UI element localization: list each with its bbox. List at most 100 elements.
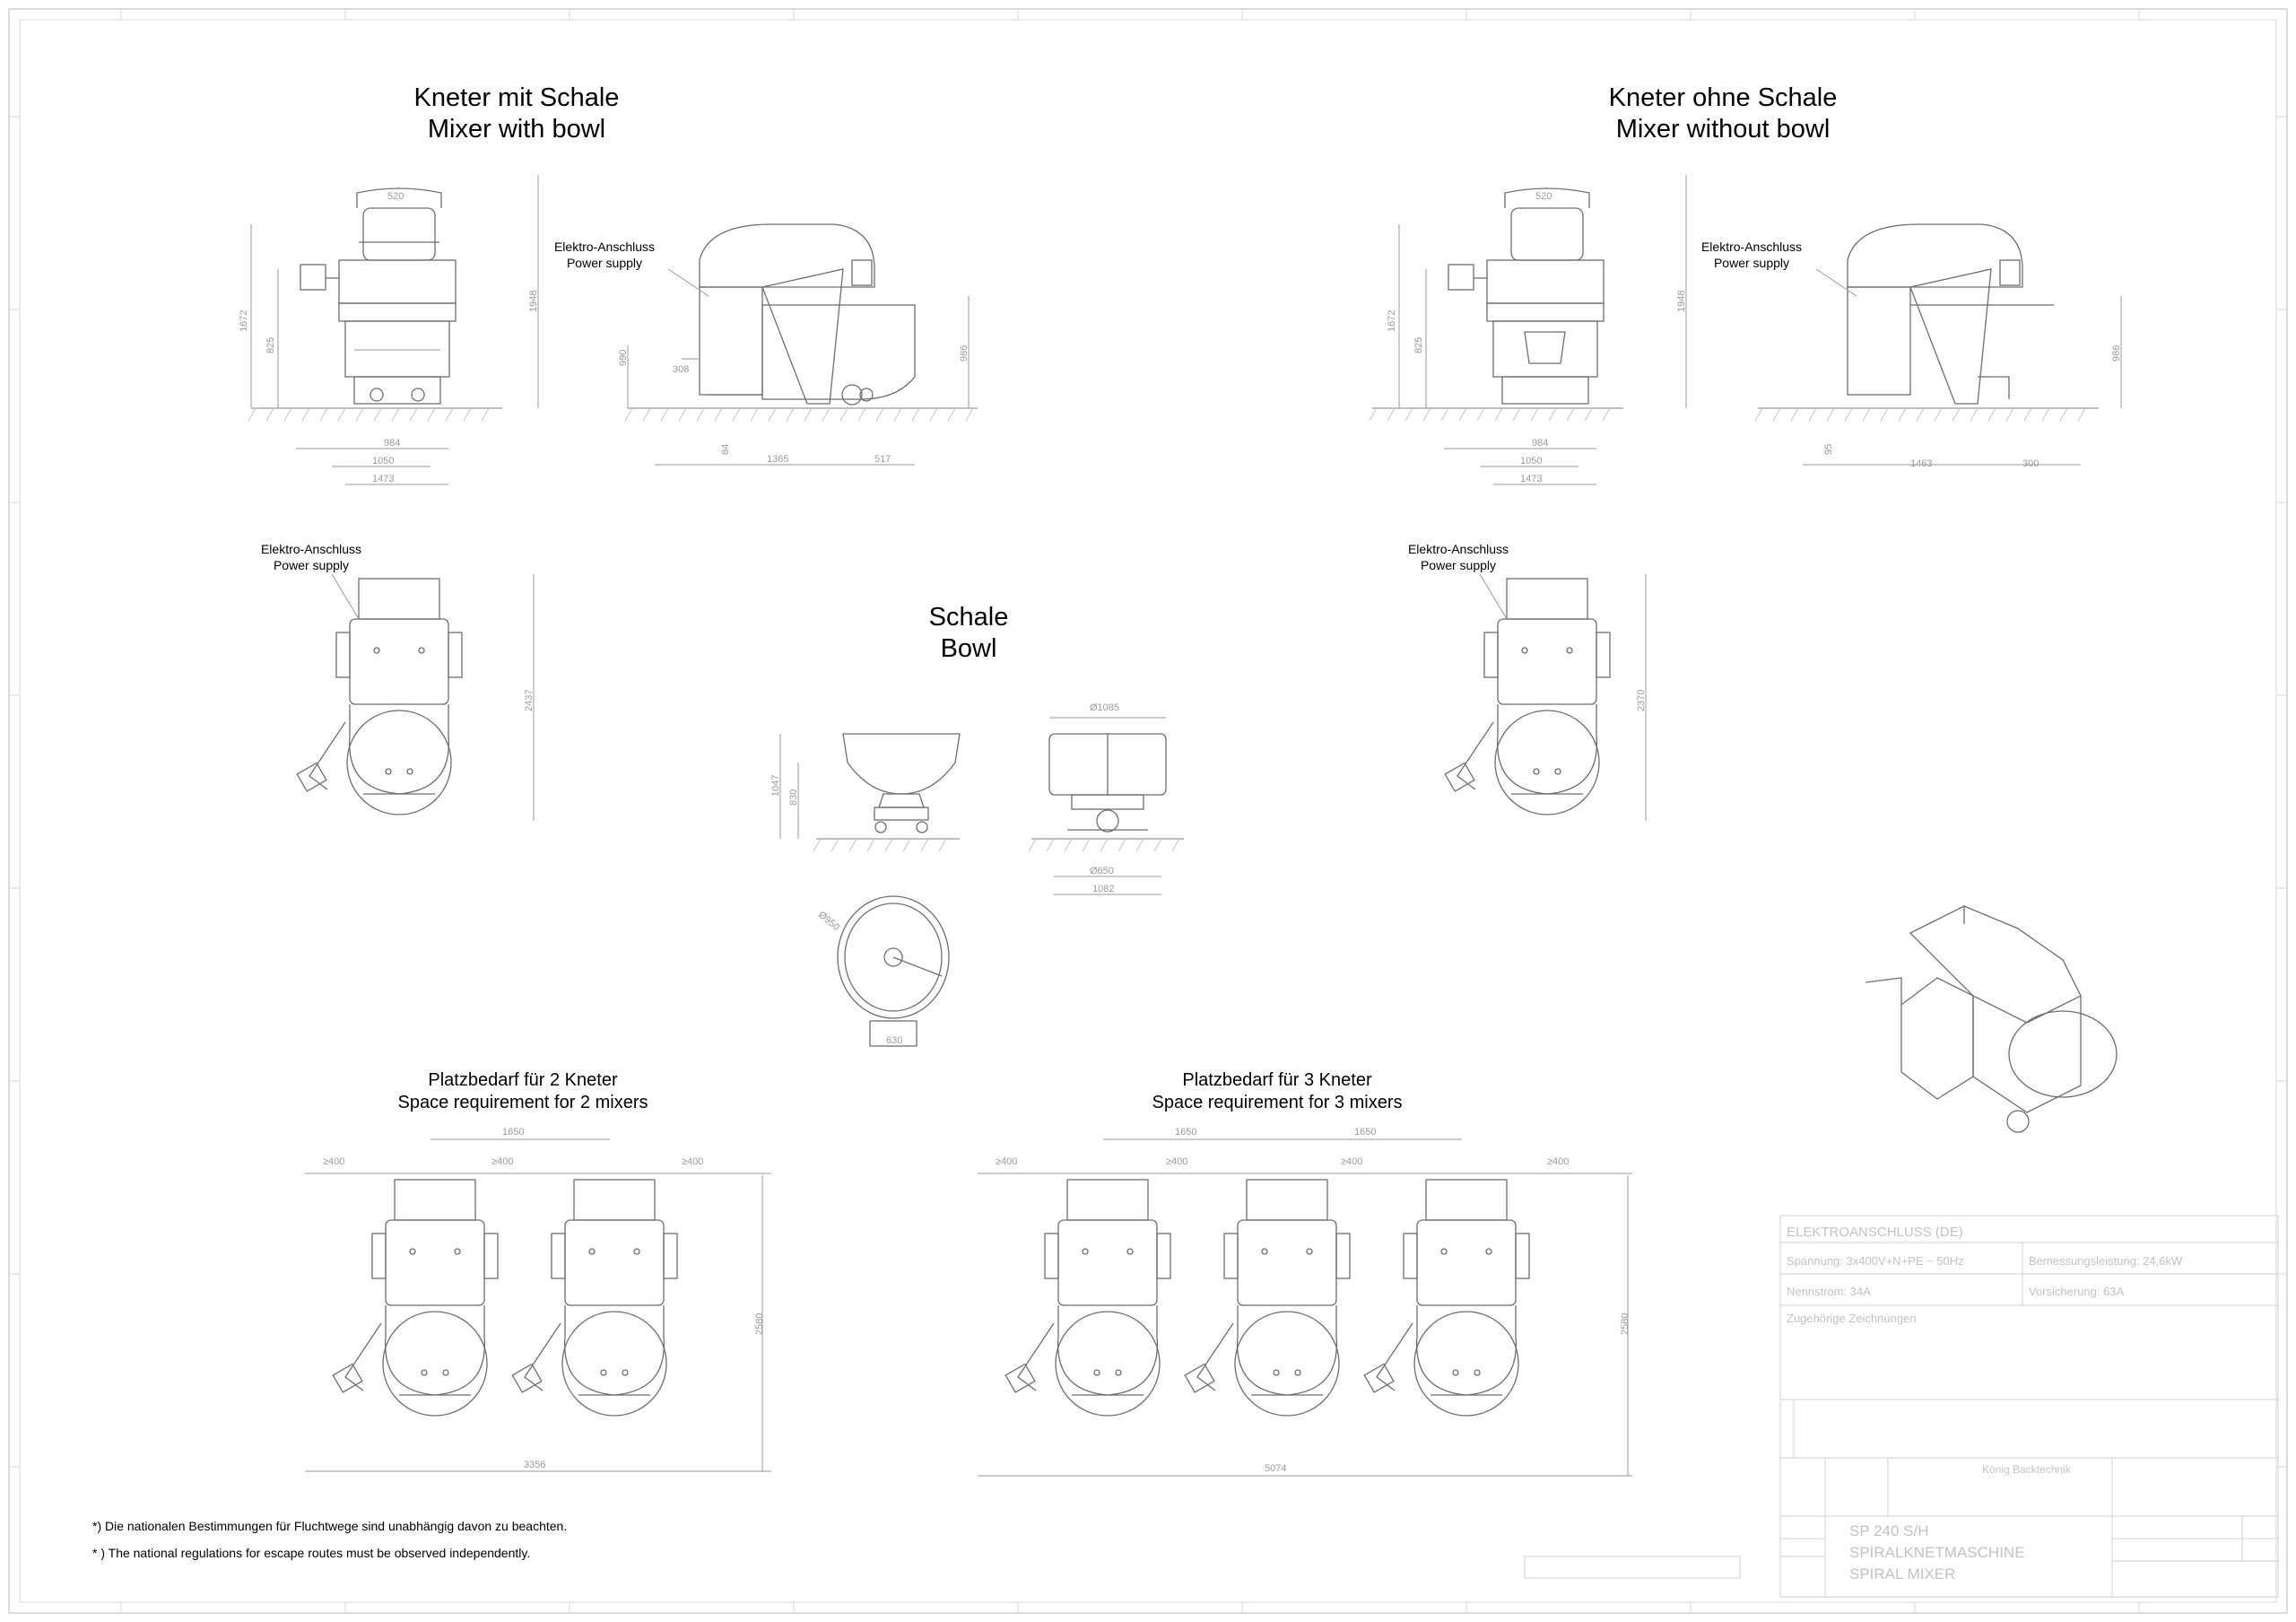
tb-product-code: SP 240 S/H: [1849, 1522, 1929, 1539]
bowl-front-view: [1048, 733, 1167, 833]
dim-side-body: 990: [618, 350, 629, 366]
heading-without-bowl-en: Mixer without bowl: [1615, 115, 1831, 144]
callout-power-top-with-bowl: Elektro-Anschluss Power supply: [222, 541, 401, 573]
dim-side-floor: 84: [720, 444, 731, 455]
dim-space3-pitch2: 1650: [1354, 1127, 1376, 1138]
dim-space3-total: 5074: [1265, 1463, 1286, 1474]
plan-space2-mixer-2: [511, 1179, 678, 1417]
dim-bowl-base: Ø650: [1090, 866, 1114, 876]
dim-space2-depth: 2580: [754, 1313, 765, 1335]
dim-bowl-top-base: 630: [886, 1035, 902, 1046]
title-block: [1524, 1215, 2279, 1598]
dim-bowl-h2: 830: [788, 789, 799, 806]
heading-bowl-en: Bowl: [940, 634, 997, 663]
plan-space3-mixer-1: [1004, 1179, 1171, 1417]
footnote-de: *) Die nationalen Bestimmungen für Fluch…: [92, 1519, 568, 1533]
dim-side-height-nb: 1948: [1676, 291, 1687, 312]
dim-bowl-top-dia: Ø950: [816, 910, 841, 933]
dim-top-depth-nb: 2370: [1636, 690, 1647, 711]
dim-front-mid-nb: 825: [1413, 337, 1424, 353]
dim-front-inner: 1050: [372, 456, 394, 467]
plan-view-with-bowl: [296, 578, 463, 815]
dim-space2-gap3: ≥400: [682, 1156, 703, 1167]
heading-space-three: Platzbedarf für 3 Kneter Space requireme…: [1044, 1069, 1510, 1114]
dim-side-length-nb: 1463: [1910, 458, 1932, 469]
callout-power-de: Elektro-Anschluss: [1407, 542, 1509, 556]
callout-power-top-without-bowl: Elektro-Anschluss Power supply: [1369, 541, 1548, 573]
side-view-without-bowl: [1847, 223, 2054, 405]
dim-side-right-nb: 986: [2111, 345, 2122, 362]
callout-power-en: Power supply: [273, 558, 350, 572]
callout-power-side-with-bowl: Elektro-Anschluss Power supply: [515, 239, 694, 271]
heading-space-two-en: Space requirement for 2 mixers: [397, 1093, 648, 1112]
front-view-without-bowl: [1448, 187, 1605, 405]
footnote-en: * ) The national regulations for escape …: [92, 1546, 531, 1560]
dim-front-width: 1473: [372, 474, 394, 484]
bowl-side-view: [842, 733, 961, 833]
dim-space3-gap2: ≥400: [1166, 1156, 1187, 1167]
dim-front-height-nb: 1672: [1387, 310, 1397, 332]
heading-bowl-de: Schale: [928, 603, 1009, 632]
tb-fuse: Vorsicherung: 63A: [2029, 1285, 2125, 1298]
callout-power-en: Power supply: [566, 256, 643, 270]
callout-power-de: Elektro-Anschluss: [1700, 240, 1803, 254]
callout-power-side-without-bowl: Elektro-Anschluss Power supply: [1662, 239, 1841, 271]
heading-space-two: Platzbedarf für 2 Kneter Space requireme…: [290, 1069, 756, 1114]
dim-space2-gap2: ≥400: [491, 1156, 513, 1167]
dim-side-pit-nb: 95: [1823, 444, 1834, 455]
heading-with-bowl-en: Mixer with bowl: [427, 115, 606, 144]
tb-product-en: SPIRAL MIXER: [1849, 1565, 1955, 1583]
dim-front-top: 520: [387, 191, 404, 202]
heading-without-bowl-de: Kneter ohne Schale: [1608, 83, 1838, 112]
dim-side-bowl: 517: [874, 454, 891, 465]
tb-voltage: Spannung: 3x400V+N+PE ~ 50Hz: [1787, 1254, 1964, 1268]
dim-front-height: 1672: [239, 310, 249, 332]
tb-power: Bemessungsleistung: 24,6kW: [2029, 1254, 2183, 1268]
dim-space2-pitch: 1650: [502, 1127, 524, 1138]
tb-current: Nennstrom: 34A: [1787, 1285, 1871, 1298]
bowl-top-view: [837, 895, 950, 1047]
dim-front-base-nb: 984: [1532, 438, 1548, 449]
dim-space3-pitch1: 1650: [1175, 1127, 1196, 1138]
tb-drawings: Zugehörige Zeichnungen: [1787, 1312, 1917, 1325]
heading-with-bowl-de: Kneter mit Schale: [413, 83, 620, 112]
callout-power-de: Elektro-Anschluss: [553, 240, 656, 254]
tb-company: König Backtechnik: [1982, 1463, 2072, 1476]
dim-front-inner-nb: 1050: [1520, 456, 1542, 467]
dim-space3-gap1: ≥400: [996, 1156, 1017, 1167]
side-view-with-bowl: [682, 223, 916, 406]
dim-space3-gap3: ≥400: [1341, 1156, 1362, 1167]
heading-space-three-de: Platzbedarf für 3 Kneter: [1182, 1070, 1372, 1090]
dim-space2-gap1: ≥400: [323, 1156, 344, 1167]
tb-header: ELEKTROANSCHLUSS (DE): [1787, 1225, 1963, 1240]
dim-side-height: 1948: [528, 291, 539, 312]
dimension-lines: [250, 175, 2122, 1477]
dim-space2-total: 3356: [524, 1460, 545, 1470]
dim-side-low: 308: [673, 364, 689, 375]
front-view-with-bowl: [300, 187, 457, 405]
dim-side-right: 986: [959, 345, 970, 362]
dim-space3-depth: 2580: [1620, 1313, 1631, 1335]
callout-power-en: Power supply: [1420, 558, 1497, 572]
tb-product-de: SPIRALKNETMASCHINE: [1849, 1544, 2025, 1561]
dim-side-rightend-nb: 300: [2022, 458, 2039, 469]
plan-space3-mixer-3: [1363, 1179, 1530, 1417]
dim-front-base: 984: [384, 438, 400, 449]
dim-front-width-nb: 1473: [1520, 474, 1542, 484]
plan-space2-mixer-1: [332, 1179, 499, 1417]
dim-front-mid: 825: [265, 337, 276, 353]
dim-bowl-dia: Ø1085: [1090, 702, 1119, 713]
dim-bowl-base-w: 1082: [1092, 884, 1114, 894]
heading-mixer-with-bowl: Kneter mit Schale Mixer with bowl: [248, 83, 786, 145]
heading-space-three-en: Space requirement for 3 mixers: [1152, 1093, 1403, 1112]
plan-view-without-bowl: [1444, 578, 1611, 815]
heading-bowl: Schale Bowl: [700, 602, 1238, 665]
plan-space3-mixer-2: [1184, 1179, 1351, 1417]
isometric-view: [1865, 905, 2118, 1133]
dim-top-depth: 2437: [524, 690, 535, 711]
dim-bowl-h1: 1047: [770, 775, 781, 797]
heading-space-two-de: Platzbedarf für 2 Kneter: [428, 1070, 618, 1090]
heading-mixer-without-bowl: Kneter ohne Schale Mixer without bowl: [1454, 83, 1992, 145]
dim-space3-gap4: ≥400: [1547, 1156, 1569, 1167]
